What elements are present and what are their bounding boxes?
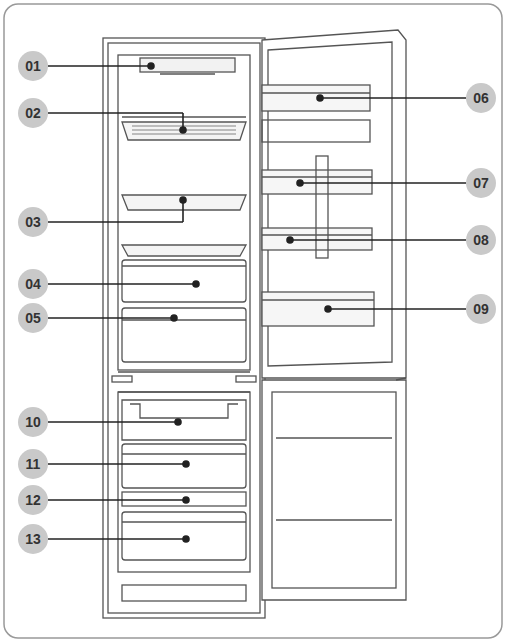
callout-number: 10 <box>18 407 48 437</box>
callout-number: 03 <box>18 207 48 237</box>
callout-number: 05 <box>18 303 48 333</box>
callout-number: 09 <box>466 294 496 324</box>
callout-number: 06 <box>466 83 496 113</box>
callout-number: 04 <box>18 269 48 299</box>
callout-number: 02 <box>18 98 48 128</box>
leader-lines <box>48 63 466 542</box>
callout-number: 07 <box>466 168 496 198</box>
callout-number: 13 <box>18 524 48 554</box>
callout-number: 12 <box>18 485 48 515</box>
callout-number: 11 <box>18 449 48 479</box>
callout-number: 08 <box>466 225 496 255</box>
callout-number: 01 <box>18 51 48 81</box>
